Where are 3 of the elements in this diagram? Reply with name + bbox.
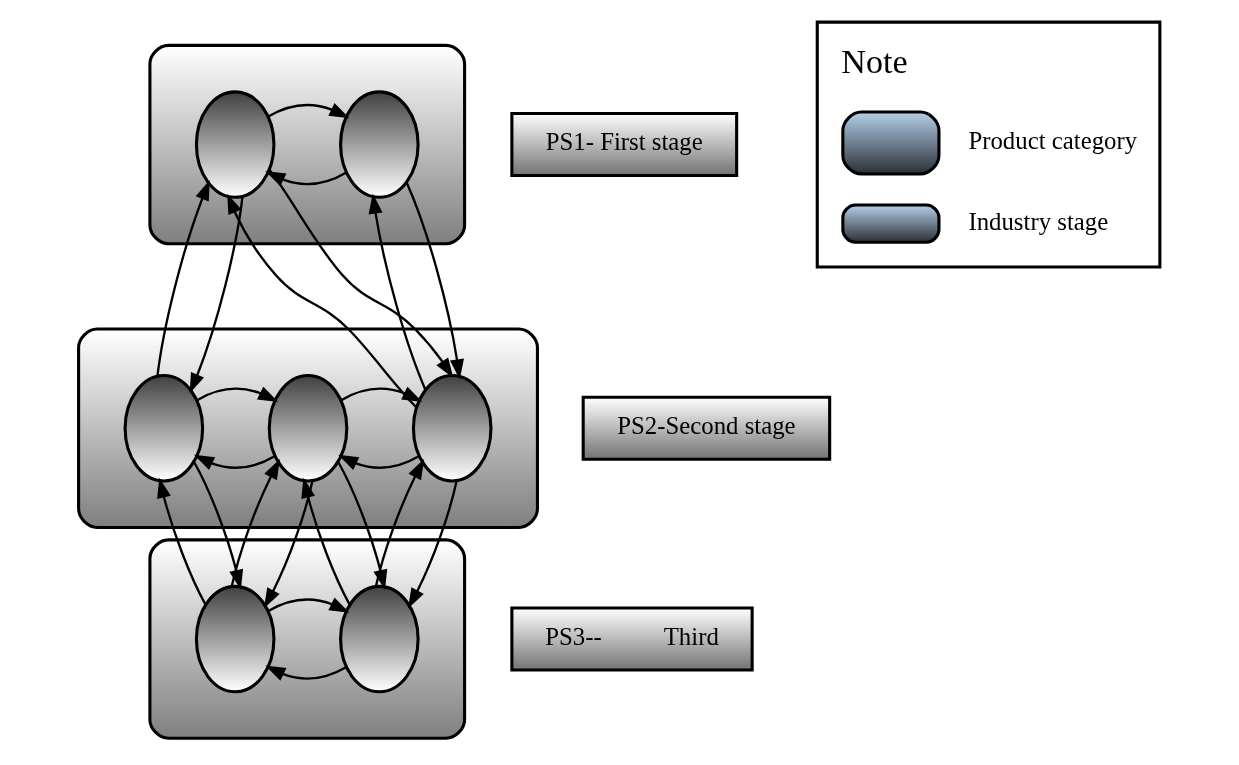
legend-label: Industry stage xyxy=(967,207,1108,235)
legend-label: Product category xyxy=(967,126,1137,154)
label: Note xyxy=(840,42,908,80)
